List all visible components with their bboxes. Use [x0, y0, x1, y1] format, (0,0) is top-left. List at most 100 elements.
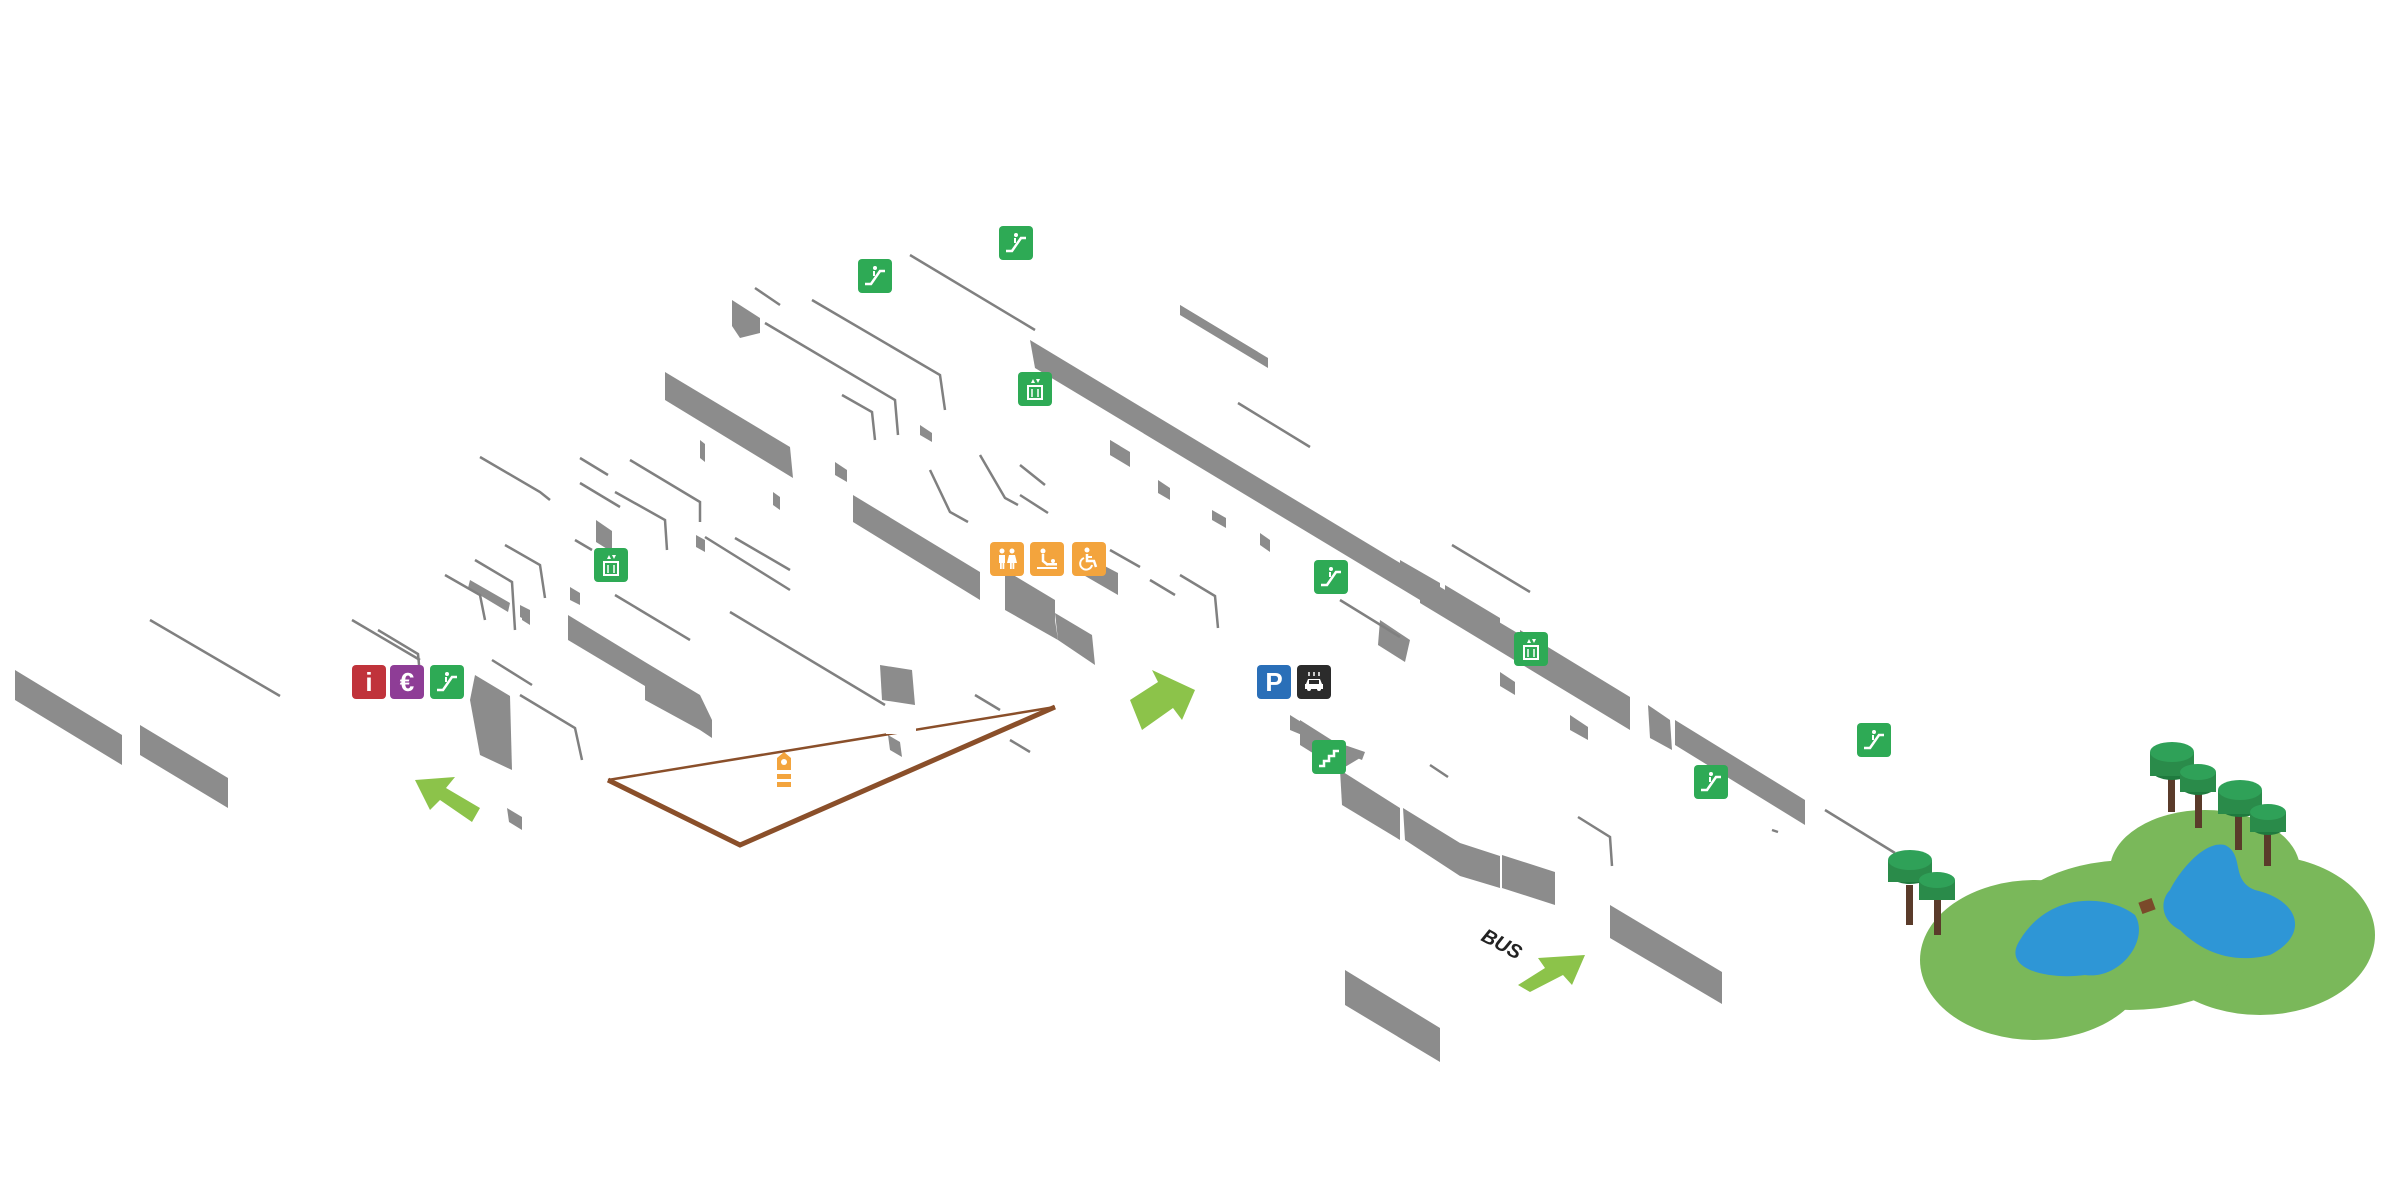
wall-line — [1429, 763, 1449, 779]
wall-block — [853, 495, 980, 600]
wall-block — [1445, 585, 1500, 645]
wall-line — [574, 538, 593, 552]
wall-block — [888, 735, 902, 757]
arrow-up-right-icon — [1130, 670, 1195, 730]
baby-change-icon[interactable] — [1030, 542, 1064, 576]
wall-line — [1824, 808, 1896, 855]
euro-icon[interactable]: € — [390, 665, 424, 699]
wall-line — [729, 610, 886, 707]
wall-block — [920, 425, 932, 442]
wall-line — [978, 454, 1019, 507]
wall-line — [1237, 401, 1311, 449]
wall-block — [665, 372, 793, 478]
elevator-icon[interactable] — [594, 548, 628, 582]
escalator-icon[interactable] — [1694, 765, 1728, 799]
wall-block — [1110, 440, 1120, 460]
elevator-icon[interactable] — [1514, 632, 1548, 666]
wall-block — [470, 675, 512, 770]
location-marker-icon[interactable] — [774, 750, 794, 792]
wall-block — [1378, 620, 1410, 662]
wall-line — [734, 536, 791, 572]
wall-line — [1577, 815, 1614, 867]
escalator-icon[interactable] — [858, 259, 892, 293]
wall-line — [1339, 598, 1401, 639]
wall-line — [811, 298, 947, 411]
trees — [1888, 742, 2286, 935]
wall-block — [1403, 808, 1500, 888]
parking-icon[interactable]: P — [1257, 665, 1291, 699]
tree-icon — [2150, 742, 2194, 812]
tree-icon — [2180, 764, 2216, 828]
stairs-icon[interactable] — [1312, 740, 1346, 774]
wall-block — [1570, 715, 1588, 740]
wall-line — [704, 535, 791, 592]
wall-block — [468, 580, 510, 612]
wall-line — [579, 481, 621, 509]
wall-line — [1009, 738, 1031, 754]
escalator-icon[interactable] — [1314, 560, 1348, 594]
wall-block — [1345, 970, 1440, 1062]
wall-line — [504, 543, 547, 599]
wall-block — [1610, 905, 1722, 1004]
arrow-up-left-icon — [415, 777, 480, 822]
wall-line — [909, 253, 1036, 332]
escalator-icon[interactable] — [430, 665, 464, 699]
wall-block — [1340, 770, 1400, 840]
elevator-icon[interactable] — [1018, 372, 1052, 406]
wall-block — [1260, 533, 1270, 552]
tree-icon — [2250, 804, 2286, 866]
wall-block — [1158, 480, 1170, 500]
wall-block — [835, 462, 847, 482]
building-walls — [15, 300, 1805, 1062]
wall-block — [732, 300, 760, 338]
wall-line — [1149, 578, 1176, 597]
info-icon[interactable]: i — [352, 665, 386, 699]
wall-block — [570, 587, 580, 605]
wall-block — [1502, 855, 1555, 905]
wall-line — [579, 456, 609, 477]
wall-line — [629, 458, 702, 522]
wall-block — [15, 670, 122, 765]
escalator-icon[interactable] — [999, 226, 1033, 260]
wall-block — [700, 440, 705, 462]
wall-block — [1400, 560, 1440, 610]
wall-block — [1005, 590, 1058, 640]
wall-line — [614, 593, 691, 642]
wall-line — [149, 618, 281, 698]
wall-block — [568, 615, 645, 686]
wall-line — [444, 573, 487, 621]
wall-line — [479, 455, 551, 501]
park — [1888, 742, 2375, 1040]
lake — [2015, 844, 2296, 977]
wall-line — [974, 693, 1001, 712]
wheelchair-icon[interactable] — [1072, 542, 1106, 576]
park-grass — [1920, 810, 2375, 1040]
wall-line — [764, 321, 900, 436]
wall-lines — [149, 253, 1896, 867]
wall-block — [1212, 510, 1226, 528]
wall-block — [1675, 720, 1805, 825]
toilets-icon[interactable] — [990, 542, 1024, 576]
wall-line — [491, 658, 533, 687]
wall-block — [1030, 340, 1420, 600]
wall-line — [1019, 493, 1049, 515]
escalator-icon[interactable] — [1857, 723, 1891, 757]
wall-line — [754, 286, 781, 307]
wall-line — [1451, 543, 1531, 594]
wall-block — [773, 492, 780, 510]
arrow-up-right-icon — [1518, 955, 1585, 992]
wall-line — [614, 490, 669, 551]
wall-block — [140, 725, 228, 808]
wall-block — [1290, 715, 1365, 760]
wall-line — [1179, 573, 1220, 629]
car-wash-icon[interactable] — [1297, 665, 1331, 699]
walkway-triangle — [606, 704, 1057, 848]
wall-block — [696, 535, 705, 552]
wall-block — [1500, 672, 1515, 695]
wall-block — [1648, 705, 1672, 750]
wall-line — [1771, 828, 1779, 834]
wall-line — [928, 469, 969, 524]
wall-block — [880, 665, 915, 705]
wall-block — [596, 520, 612, 552]
